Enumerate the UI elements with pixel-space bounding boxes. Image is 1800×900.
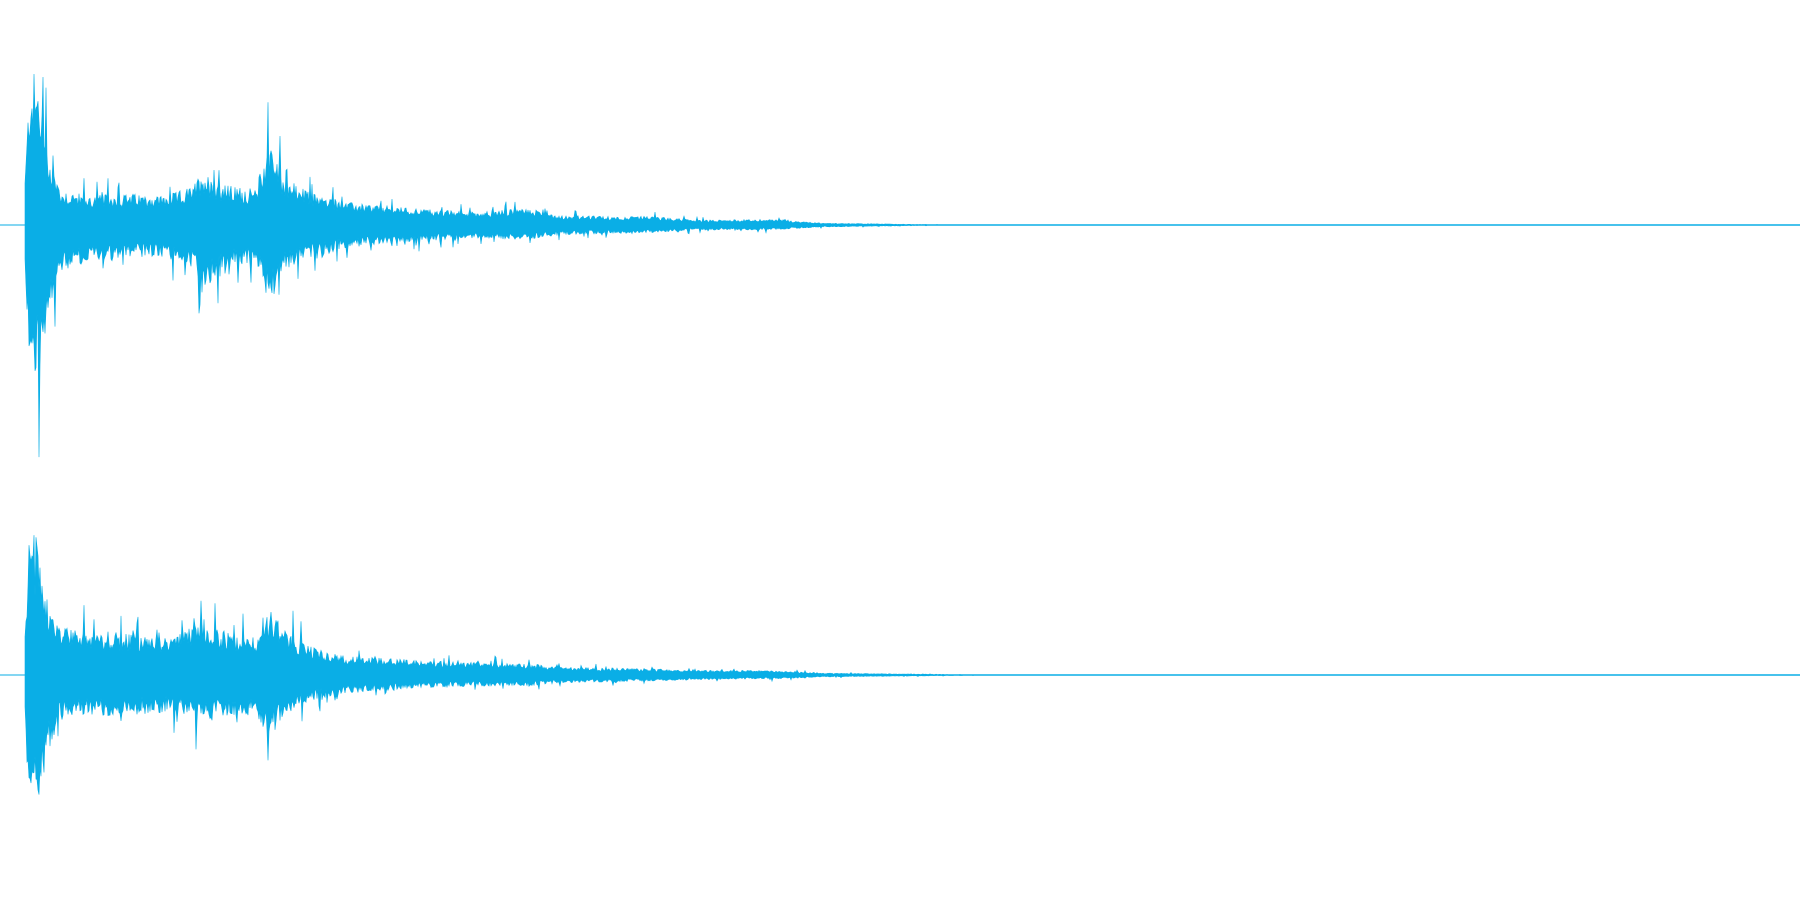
channel-2-waveform <box>0 535 1800 795</box>
channel-1-wave-shape <box>24 73 1800 458</box>
channel-1-waveform <box>0 73 1800 458</box>
channel-2-wave-shape <box>24 535 1800 795</box>
